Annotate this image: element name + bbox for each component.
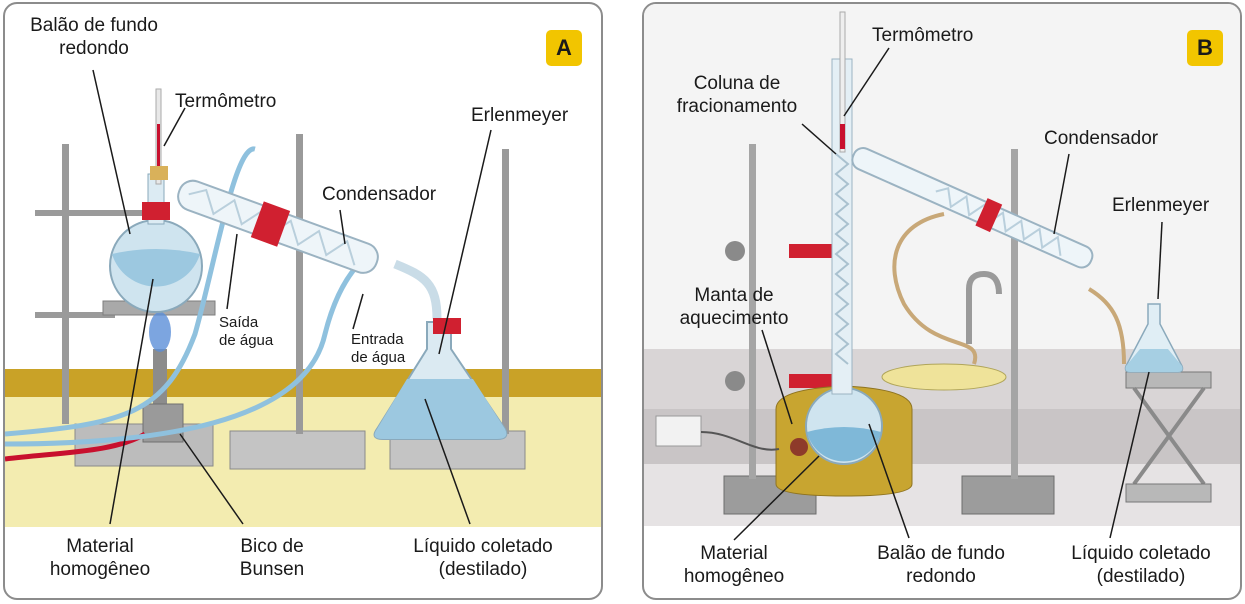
panel-a-simple-distillation: A Balão de fundo redondo Termômetro Cond… bbox=[3, 2, 603, 600]
rod-right bbox=[502, 149, 509, 434]
label-bunsen: Bico de Bunsen bbox=[239, 536, 305, 580]
collected-liquid bbox=[374, 379, 507, 439]
lab-jack-scissor bbox=[1132, 386, 1206, 486]
thermometer-bulb bbox=[840, 124, 845, 149]
condenser bbox=[851, 147, 1094, 269]
rod-left bbox=[62, 144, 69, 424]
adapter-tube bbox=[393, 259, 442, 320]
label-mantle: Manta de aquecimento bbox=[679, 285, 789, 329]
erlenmeyer-clamp bbox=[433, 318, 461, 334]
label-thermometer: Termômetro bbox=[175, 91, 277, 112]
condenser-hose-right bbox=[1087, 287, 1126, 365]
rod-middle bbox=[296, 134, 303, 434]
flame bbox=[149, 312, 171, 352]
mantle-dial bbox=[790, 438, 808, 456]
leader-lines bbox=[733, 47, 1163, 541]
label-condenser: Condensador bbox=[322, 184, 437, 205]
flask-clamp bbox=[142, 202, 170, 220]
label-flask: Balão de fundo redondo bbox=[30, 15, 158, 59]
sink bbox=[881, 363, 1007, 391]
rod-left bbox=[749, 144, 756, 479]
panel-b-badge: B bbox=[1187, 30, 1223, 66]
rod-arm-mid bbox=[35, 312, 115, 318]
label-liquid: Líquido coletado (destilado) bbox=[1071, 543, 1211, 587]
stopper bbox=[150, 166, 168, 180]
label-flask: Balão de fundo redondo bbox=[877, 543, 1005, 587]
panel-b-illustration bbox=[644, 4, 1240, 541]
flask-liquid bbox=[112, 249, 200, 287]
rod-middle bbox=[1011, 149, 1018, 479]
label-condenser: Condensador bbox=[1044, 128, 1159, 149]
label-material: Material homogêneo bbox=[683, 543, 785, 587]
water-out-hose bbox=[5, 146, 256, 437]
column-packing bbox=[834, 153, 850, 365]
stand-base-middle bbox=[961, 475, 1055, 515]
label-liquid: Líquido coletado (destilado) bbox=[413, 536, 553, 580]
condenser bbox=[177, 179, 379, 274]
label-column: Coluna de fracionamento bbox=[676, 73, 798, 117]
faucet bbox=[966, 270, 1002, 344]
panel-a-badge: A bbox=[546, 30, 582, 66]
thermometer-mercury bbox=[157, 124, 160, 179]
label-erlenmeyer: Erlenmeyer bbox=[1112, 195, 1210, 216]
power-socket bbox=[655, 415, 702, 447]
wall bbox=[644, 4, 1240, 349]
water-in-hose bbox=[5, 264, 359, 447]
label-erlenmeyer: Erlenmeyer bbox=[471, 105, 569, 126]
condenser-hose-left bbox=[892, 212, 978, 365]
lab-jack-top bbox=[1125, 371, 1212, 389]
flask-liquid bbox=[807, 427, 881, 462]
bench-top bbox=[644, 409, 1240, 464]
lab-jack-base bbox=[1125, 483, 1212, 503]
label-water-in: Entrada de água bbox=[351, 331, 406, 366]
label-water-out: Saída de água bbox=[219, 314, 274, 349]
collected-liquid bbox=[1125, 349, 1183, 372]
power-cord bbox=[700, 431, 780, 451]
rod-arm-top bbox=[35, 210, 145, 216]
clamp-knob-top bbox=[725, 241, 745, 261]
leader-lines bbox=[92, 69, 492, 525]
label-material: Material homogêneo bbox=[49, 536, 151, 580]
label-thermometer: Termômetro bbox=[872, 25, 974, 46]
panel-b-fractional-distillation: B Termômetro Coluna de fracionamento Con… bbox=[642, 2, 1242, 600]
stand-base-middle bbox=[229, 430, 366, 470]
clamp-knob-bottom bbox=[725, 371, 745, 391]
thermometer bbox=[839, 11, 846, 153]
panel-a-illustration bbox=[5, 69, 601, 527]
